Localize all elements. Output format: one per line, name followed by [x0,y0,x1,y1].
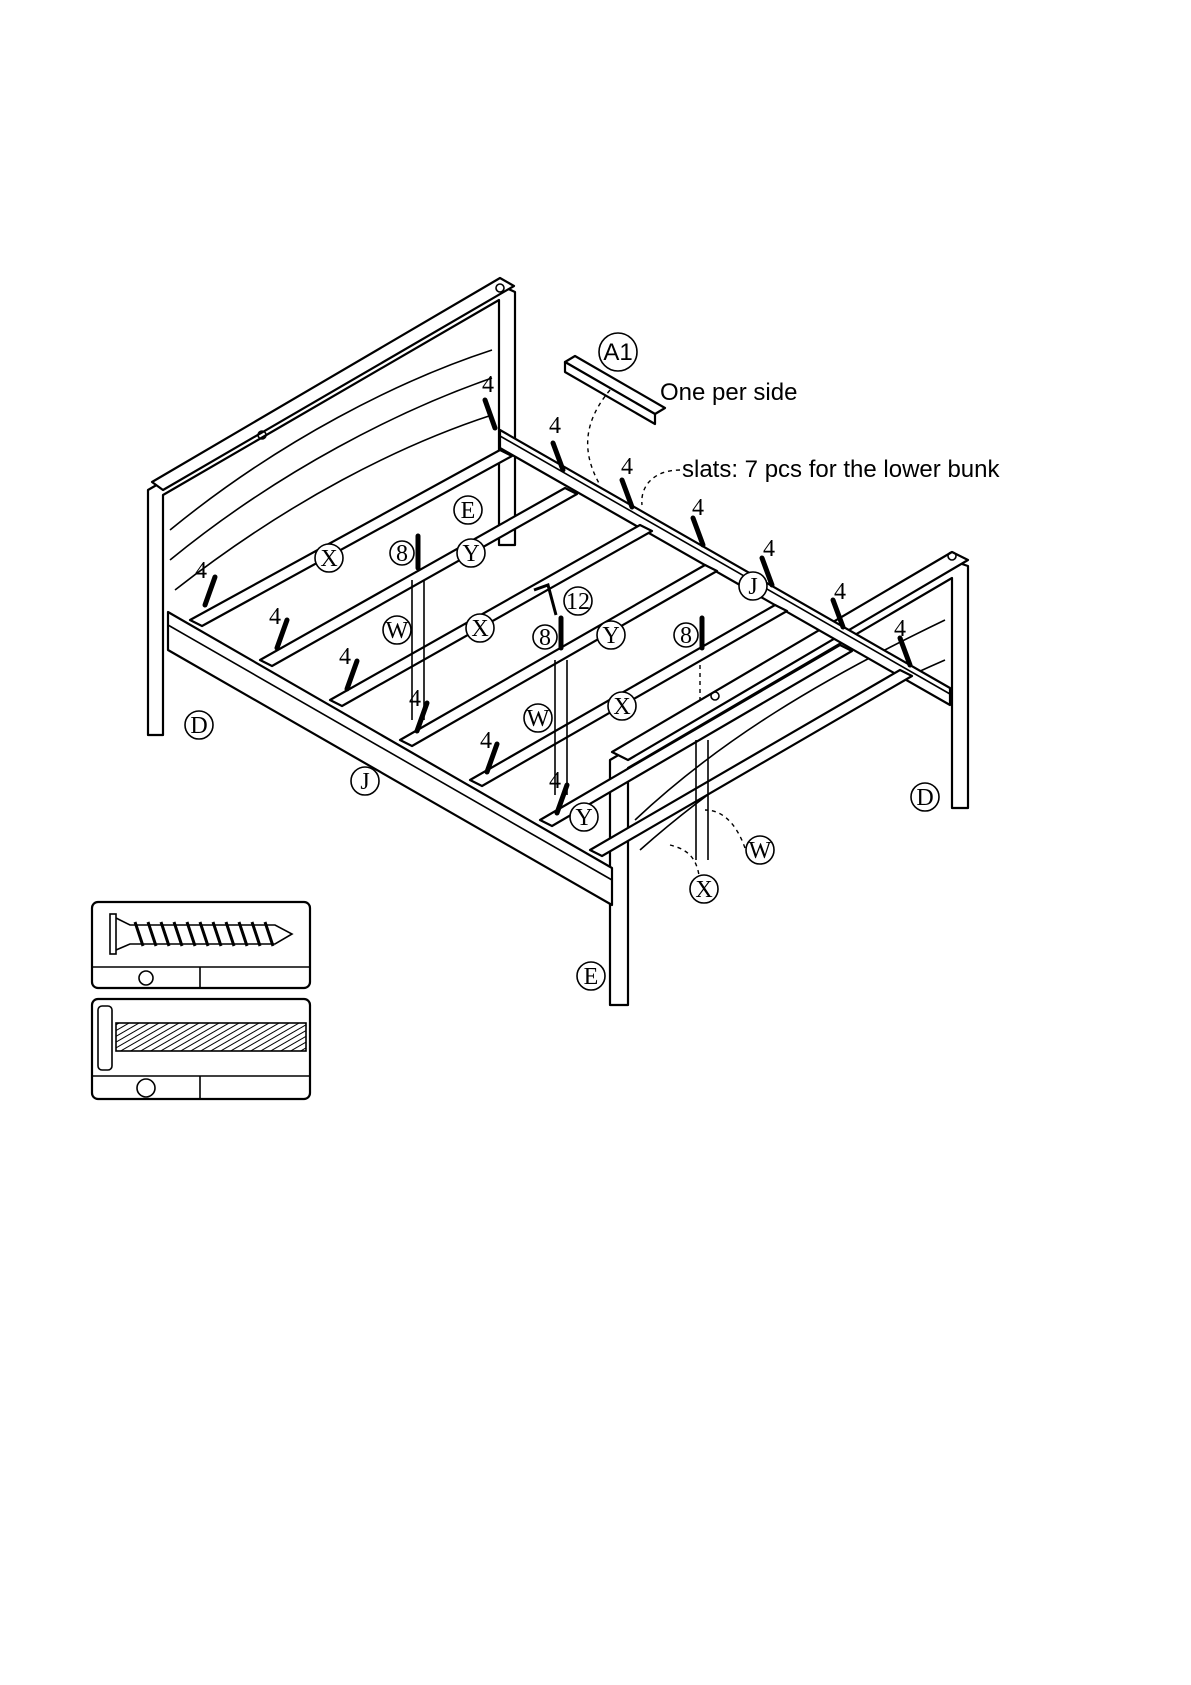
svg-text:W: W [749,838,772,864]
svg-text:4: 4 [480,728,492,754]
svg-text:X: X [320,546,337,572]
svg-text:4: 4 [195,558,207,584]
svg-text:D: D [190,713,207,739]
part-label-d-right: D [911,783,939,811]
svg-text:4: 4 [549,413,561,439]
part-a1-piece [565,356,665,485]
callout-a1: A1 [599,333,637,371]
svg-text:4: 4 [692,495,704,521]
svg-text:X: X [613,694,630,720]
svg-text:4: 4 [269,604,281,630]
svg-text:D: D [916,785,933,811]
svg-text:8: 8 [539,625,551,651]
svg-text:W: W [386,618,409,644]
svg-text:4: 4 [894,616,906,642]
part-label-x-2: X [466,614,494,642]
note-slats: slats: 7 pcs for the lower bunk [682,456,1000,483]
part-label-e-top: E [454,496,482,524]
part-label-j-back: J [739,572,767,600]
part-label-w-3: W [746,836,774,864]
svg-text:E: E [461,498,476,524]
part-label-x-1: X [315,544,343,572]
legend-wood-screw [92,902,310,988]
part-label-w-2: W [524,704,552,732]
svg-text:4: 4 [549,768,561,794]
svg-text:Y: Y [602,623,619,649]
svg-text:X: X [471,616,488,642]
qty-label-twelve: 12 [564,587,592,615]
svg-text:X: X [695,877,712,903]
svg-text:W: W [527,706,550,732]
part-label-y-2: Y [597,621,625,649]
svg-text:4: 4 [834,579,846,605]
footboard-right [610,552,968,1005]
part-label-x-3: X [608,692,636,720]
svg-text:E: E [584,964,599,990]
part-label-x-4: X [690,875,718,903]
svg-text:12: 12 [566,589,590,615]
svg-text:Y: Y [575,805,592,831]
svg-text:4: 4 [621,454,633,480]
svg-text:A1: A1 [603,339,632,366]
legend-bolt [92,999,310,1099]
svg-text:4: 4 [763,536,775,562]
part-label-y-1: Y [457,539,485,567]
svg-text:4: 4 [482,372,494,398]
svg-text:8: 8 [396,541,408,567]
note-one-per-side: One per side [660,379,797,406]
part-label-j-front: J [351,767,379,795]
svg-text:J: J [748,574,757,600]
part-label-w-1: W [383,616,411,644]
svg-text:4: 4 [339,644,351,670]
part-label-d-left: D [185,711,213,739]
part-label-y-3: Y [570,803,598,831]
svg-text:Y: Y [462,541,479,567]
svg-text:J: J [360,769,369,795]
svg-text:8: 8 [680,623,692,649]
svg-text:4: 4 [409,686,421,712]
part-label-e-bottom: E [577,962,605,990]
